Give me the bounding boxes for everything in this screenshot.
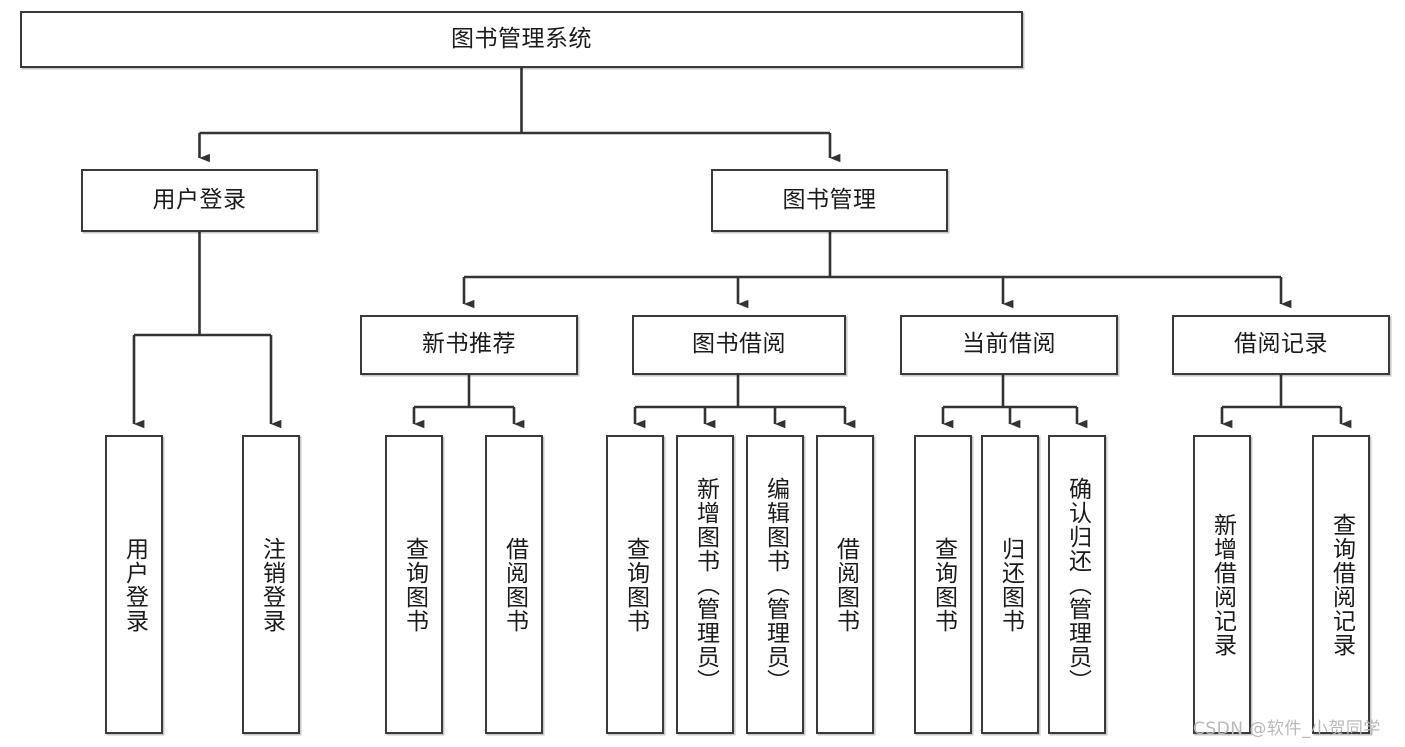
node-label: 图书管理系统 [451,25,592,52]
node-label: 借阅图书 [832,536,859,633]
node-leaf-query-book-current[interactable]: 查询图书 [914,435,972,734]
node-label: 归还图书 [997,536,1024,633]
node-root-book-management-system[interactable]: 图书管理系统 [20,11,1023,68]
node-label: 借阅图书 [501,536,528,633]
node-label: 编辑图书（管理员） [762,476,789,693]
node-leaf-confirm-return-admin[interactable]: 确认归还（管理员） [1048,435,1106,734]
node-label: 图书管理 [782,186,877,213]
node-leaf-add-book-admin[interactable]: 新增图书（管理员） [676,435,734,734]
node-label: 图书借阅 [692,331,786,358]
node-new-book-recommend[interactable]: 新书推荐 [360,315,578,375]
node-user-login[interactable]: 用户登录 [81,169,318,232]
node-label: 注销登录 [258,536,285,633]
node-book-management[interactable]: 图书管理 [711,169,948,232]
node-label: 确认归还（管理员） [1064,476,1091,693]
node-leaf-user-login[interactable]: 用户登录 [105,435,163,734]
node-label: 查询图书 [930,536,957,633]
node-borrow-records[interactable]: 借阅记录 [1172,315,1390,375]
node-leaf-borrow-book-recommend[interactable]: 借阅图书 [485,435,543,734]
node-label: 用户登录 [152,186,247,213]
node-label: 新增图书（管理员） [692,476,719,693]
node-leaf-user-logout[interactable]: 注销登录 [242,435,300,734]
node-leaf-query-borrow-record[interactable]: 查询借阅记录 [1312,435,1370,734]
node-label: 用户登录 [121,536,148,633]
node-leaf-add-borrow-record[interactable]: 新增借阅记录 [1193,435,1251,734]
node-label: 查询图书 [622,536,649,633]
node-book-borrow[interactable]: 图书借阅 [632,315,846,375]
node-label: 借阅记录 [1234,331,1328,358]
node-label: 新书推荐 [422,331,516,358]
node-label: 查询图书 [401,536,428,633]
node-current-borrow[interactable]: 当前借阅 [900,315,1118,375]
watermark: CSDN @软件_小贺同学 [1193,719,1381,739]
node-leaf-query-book-recommend[interactable]: 查询图书 [385,435,443,734]
node-leaf-return-book[interactable]: 归还图书 [981,435,1039,734]
node-leaf-borrow-book[interactable]: 借阅图书 [816,435,874,734]
node-label: 当前借阅 [962,331,1056,358]
node-leaf-edit-book-admin[interactable]: 编辑图书（管理员） [746,435,804,734]
node-label: 新增借阅记录 [1209,512,1236,657]
node-leaf-query-book-borrow[interactable]: 查询图书 [606,435,664,734]
node-label: 查询借阅记录 [1328,512,1355,657]
